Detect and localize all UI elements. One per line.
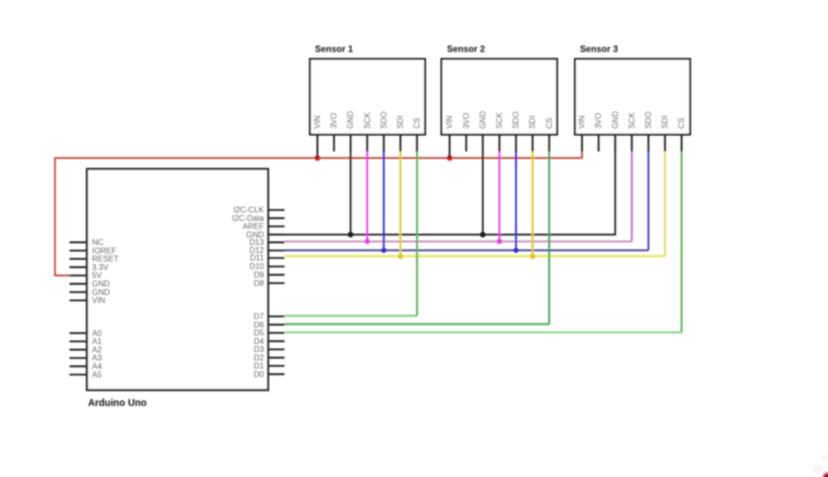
svg-text:Sensor 2: Sensor 2	[447, 44, 485, 54]
svg-text:D4: D4	[254, 337, 265, 346]
svg-text:D2: D2	[254, 353, 265, 362]
svg-text:RESET: RESET	[92, 255, 119, 264]
svg-text:D8: D8	[254, 279, 265, 288]
svg-text:D5: D5	[254, 329, 265, 338]
svg-text:VIN: VIN	[92, 296, 106, 305]
svg-text:D1: D1	[254, 362, 265, 371]
svg-text:SCK: SCK	[627, 112, 636, 129]
svg-text:D6: D6	[254, 320, 265, 329]
svg-text:Sensor 3: Sensor 3	[580, 44, 618, 54]
svg-text:A5: A5	[92, 370, 102, 379]
svg-text:SDI: SDI	[528, 115, 537, 128]
svg-text:AREF: AREF	[243, 222, 264, 231]
svg-text:D11: D11	[250, 254, 265, 263]
svg-text:SCK: SCK	[495, 112, 504, 129]
svg-text:D9: D9	[254, 271, 265, 280]
svg-text:CS: CS	[545, 118, 554, 129]
svg-text:D7: D7	[254, 312, 265, 321]
svg-text:SCK: SCK	[363, 112, 372, 129]
svg-text:VIN: VIN	[313, 115, 322, 129]
svg-text:NC: NC	[92, 238, 104, 247]
svg-text:3VO: 3VO	[594, 113, 603, 129]
svg-text:D0: D0	[254, 370, 265, 379]
svg-text:CS: CS	[677, 118, 686, 129]
svg-text:D3: D3	[254, 345, 265, 354]
svg-text:I2C-Data: I2C-Data	[232, 214, 265, 223]
svg-text:SDI: SDI	[396, 115, 405, 128]
svg-text:CS: CS	[413, 118, 422, 129]
svg-text:SDO: SDO	[644, 111, 653, 128]
svg-text:3VO: 3VO	[330, 113, 339, 129]
svg-text:A2: A2	[92, 345, 102, 354]
svg-text:5V: 5V	[92, 271, 102, 280]
svg-text:GND: GND	[246, 230, 264, 239]
svg-text:A4: A4	[92, 362, 102, 371]
svg-text:VIN: VIN	[445, 115, 454, 129]
svg-text:GND: GND	[92, 280, 110, 289]
svg-text:GND: GND	[92, 288, 110, 297]
svg-text:Arduino Uno: Arduino Uno	[88, 398, 147, 409]
svg-text:VIN: VIN	[578, 115, 587, 129]
svg-text:GND: GND	[611, 111, 620, 129]
svg-text:SDO: SDO	[512, 111, 521, 128]
svg-text:IOREF: IOREF	[92, 246, 117, 255]
svg-text:A1: A1	[92, 337, 102, 346]
svg-text:3VO: 3VO	[462, 113, 471, 129]
svg-text:GND: GND	[346, 111, 355, 129]
svg-text:SDO: SDO	[379, 111, 388, 128]
svg-text:I2C-CLK: I2C-CLK	[233, 206, 264, 215]
svg-text:Sensor 1: Sensor 1	[315, 44, 353, 54]
svg-text:3.3V: 3.3V	[92, 263, 109, 272]
svg-text:D13: D13	[249, 238, 264, 247]
svg-text:GND: GND	[478, 111, 487, 129]
svg-text:D10: D10	[249, 262, 264, 271]
svg-text:A0: A0	[92, 329, 102, 338]
svg-text:A3: A3	[92, 354, 102, 363]
svg-text:SDI: SDI	[661, 115, 670, 128]
svg-text:D12: D12	[249, 246, 264, 255]
